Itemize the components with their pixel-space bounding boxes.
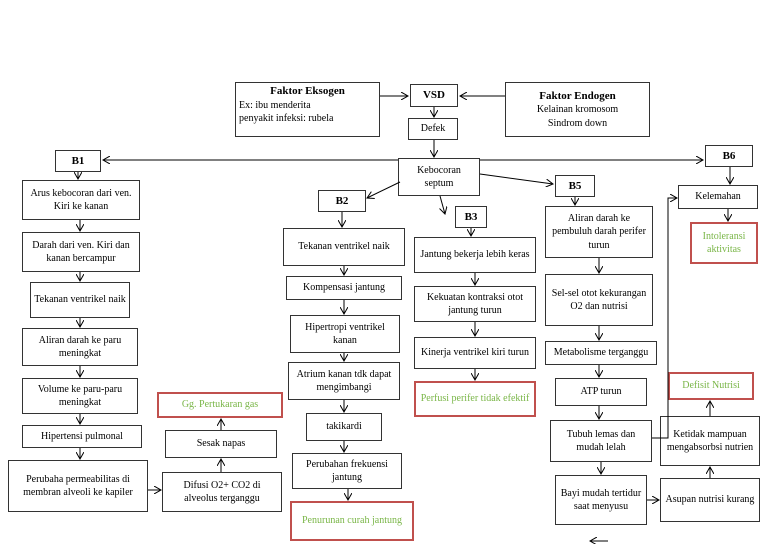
difusi-box: Difusi O2+ CO2 di alveolus terganggu	[162, 472, 282, 512]
b1-step-6-text: Hipertensi pulmonal	[41, 430, 123, 442]
diagnosis-gas-text: Gg. Pertukaran gas	[181, 399, 259, 411]
b3-step-1: Jantung bekerja lebih keras	[414, 237, 536, 273]
defek-label: Defek	[420, 123, 446, 135]
kelemahan-text: Kelemahan	[695, 191, 741, 203]
vsd-label: VSD	[422, 89, 445, 102]
diagnosis-perfusi-text: Perfusi perifer tidak efektif	[420, 393, 530, 405]
b3-step-2: Kekuatan kontraksi otot jantung turun	[414, 286, 536, 322]
diagnosis-intoleransi-text: Intoleransi aktivitas	[702, 230, 746, 256]
b1-step-5: Volume ke paru-paru meningkat	[22, 378, 138, 414]
arrow-kebocoran-b3	[440, 195, 445, 214]
ketidak-mampuan-text: Ketidak mampuan mengabsorbsi nutrien	[666, 428, 754, 454]
b5-step-6: Bayi mudah tertidur saat menyusu	[555, 475, 647, 525]
faktor-eksogen-line2: penyakit infeksi: rubela	[239, 113, 334, 125]
b2-step-6: Perubahan frekuensi jantung	[292, 453, 402, 489]
diagnosis-penurunan-curah-jantung: Penurunan curah jantung	[290, 501, 414, 541]
diagnosis-curah-jantung-text: Penurunan curah jantung	[302, 515, 402, 527]
asupan-nutrisi-box: Asupan nutrisi kurang	[660, 478, 760, 522]
kebocoran-septum-box: Kebocoran septum	[398, 158, 480, 196]
b2-step-5: takikardi	[306, 413, 382, 441]
b2-step-4-text: Atrium kanan tdk dapat mengimbangi	[296, 368, 392, 394]
diagnosis-defisit-text: Defisit Nutrisi	[682, 380, 740, 392]
b1-step-3-text: Tekanan ventrikel naik	[34, 294, 126, 306]
header-b5: B5	[555, 175, 595, 197]
b1-step-7-text: Perubaha permeabilitas di membran alveol…	[23, 473, 133, 499]
b1-step-1-text: Arus kebocoran dari ven. Kiri ke kanan	[30, 187, 132, 213]
kelemahan-box: Kelemahan	[678, 185, 758, 209]
b3-step-3-text: Kinerja ventrikel kiri turun	[420, 347, 530, 359]
b1-step-1: Arus kebocoran dari ven. Kiri ke kanan	[22, 180, 140, 220]
header-b2-label: B2	[335, 194, 349, 207]
b5-step-1: Aliran darah ke pembuluh darah perifer t…	[545, 206, 653, 258]
faktor-endogen-title: Faktor Endogen	[539, 89, 616, 102]
b2-step-3: Hipertropi ventrikel kanan	[290, 315, 400, 353]
sesak-napas-text: Sesak napas	[196, 438, 246, 450]
b2-step-3-text: Hipertropi ventrikel kanan	[305, 321, 385, 347]
b2-step-6-text: Perubahan frekuensi jantung	[306, 458, 388, 484]
header-b5-label: B5	[568, 179, 582, 192]
b3-step-2-text: Kekuatan kontraksi otot jantung turun	[426, 291, 524, 317]
kebocoran-septum-label: Kebocoran septum	[417, 164, 461, 190]
b1-step-5-text: Volume ke paru-paru meningkat	[37, 383, 123, 409]
b2-step-5-text: takikardi	[326, 421, 362, 433]
b5-step-4: ATP turun	[555, 378, 647, 406]
diagnosis-intoleransi-aktivitas: Intoleransi aktivitas	[690, 222, 758, 264]
b1-step-7: Perubaha permeabilitas di membran alveol…	[8, 460, 148, 512]
faktor-eksogen-box: Faktor Eksogen Ex: ibu menderita penyaki…	[235, 82, 380, 137]
b5-step-2-text: Sel-sel otot kekurangan O2 dan nutrisi	[551, 287, 647, 313]
b1-step-3: Tekanan ventrikel naik	[30, 282, 130, 318]
header-b3: B3	[455, 206, 487, 228]
b3-step-1-text: Jantung bekerja lebih keras	[420, 249, 530, 261]
b5-step-5-text: Tubuh lemas dan mudah lelah	[566, 428, 636, 454]
b5-step-4-text: ATP turun	[580, 386, 622, 398]
header-b2: B2	[318, 190, 366, 212]
b2-step-2: Kompensasi jantung	[286, 276, 402, 300]
header-b6-label: B6	[722, 149, 736, 162]
header-b6: B6	[705, 145, 753, 167]
diagnosis-perfusi-perifer: Perfusi perifer tidak efektif	[414, 381, 536, 417]
faktor-endogen-line2: Sindrom down	[547, 117, 608, 129]
b2-step-2-text: Kompensasi jantung	[303, 282, 385, 294]
ketidak-mampuan-box: Ketidak mampuan mengabsorbsi nutrien	[660, 416, 760, 466]
b2-step-1-text: Tekanan ventrikel naik	[298, 241, 390, 253]
faktor-eksogen-title: Faktor Eksogen	[270, 85, 345, 97]
arrow-kebocoran-b2	[367, 181, 401, 198]
defek-box: Defek	[408, 118, 458, 140]
b2-step-1: Tekanan ventrikel naik	[283, 228, 405, 266]
b1-step-4-text: Aliran darah ke paru meningkat	[38, 334, 122, 360]
b5-step-6-text: Bayi mudah tertidur saat menyusu	[560, 487, 642, 513]
diagnosis-defisit-nutrisi: Defisit Nutrisi	[668, 372, 754, 400]
faktor-endogen-line1: Kelainan kromosom	[536, 104, 619, 116]
b5-step-3-text: Metabolisme terganggu	[553, 347, 649, 359]
asupan-nutrisi-text: Asupan nutrisi kurang	[665, 494, 755, 506]
faktor-endogen-box: Faktor Endogen Kelainan kromosom Sindrom…	[505, 82, 650, 137]
header-b3-label: B3	[464, 210, 478, 223]
sesak-napas-box: Sesak napas	[165, 430, 277, 458]
faktor-eksogen-line1: Ex: ibu menderita	[239, 99, 311, 111]
b1-step-6: Hipertensi pulmonal	[22, 425, 142, 448]
b5-step-5: Tubuh lemas dan mudah lelah	[550, 420, 652, 462]
b1-step-4: Aliran darah ke paru meningkat	[22, 328, 138, 366]
b5-step-2: Sel-sel otot kekurangan O2 dan nutrisi	[545, 274, 653, 326]
header-b1-label: B1	[71, 154, 85, 167]
b5-step-3: Metabolisme terganggu	[545, 341, 657, 365]
header-b1: B1	[55, 150, 101, 172]
b1-step-2: Darah dari ven. Kiri dan kanan bercampur	[22, 232, 140, 272]
arrow-kebocoran-b5	[479, 173, 553, 184]
b2-step-4: Atrium kanan tdk dapat mengimbangi	[288, 362, 400, 400]
b5-step-1-text: Aliran darah ke pembuluh darah perifer t…	[552, 212, 646, 251]
vsd-box: VSD	[410, 84, 458, 107]
diagnosis-gangguan-pertukaran-gas: Gg. Pertukaran gas	[157, 392, 283, 418]
b3-step-3: Kinerja ventrikel kiri turun	[414, 337, 536, 369]
difusi-text: Difusi O2+ CO2 di alveolus terganggu	[183, 479, 261, 505]
b1-step-2-text: Darah dari ven. Kiri dan kanan bercampur	[32, 239, 130, 265]
